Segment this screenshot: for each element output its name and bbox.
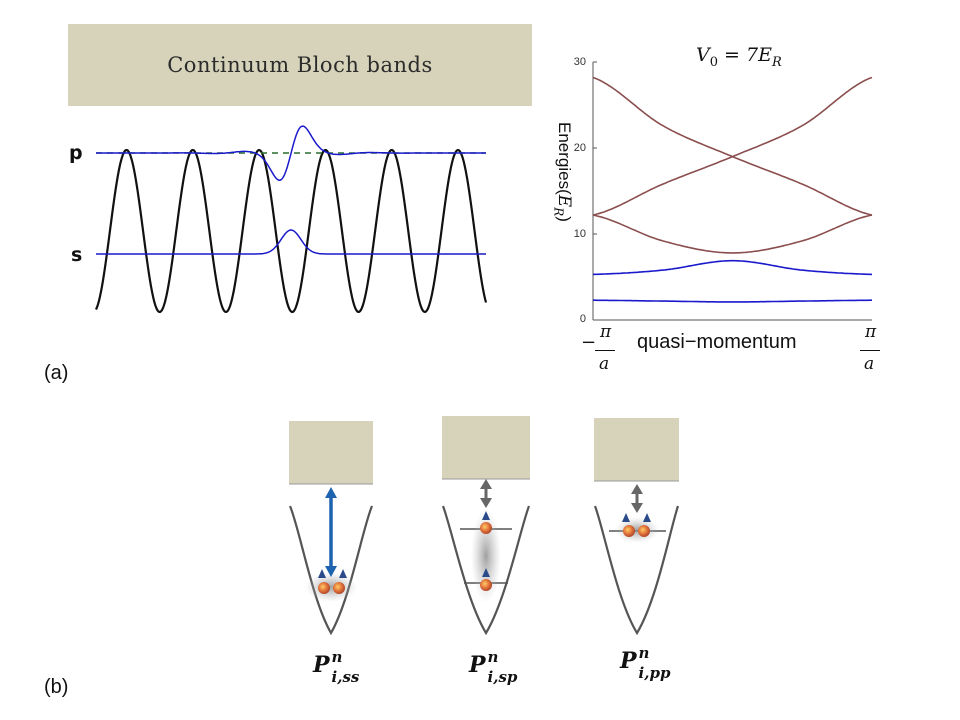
- chart-title: V0 = 7ER: [696, 44, 782, 70]
- s-wavefunction-curve: [96, 229, 486, 255]
- band-series-1: [593, 299, 872, 303]
- band-series-5: [592, 76, 873, 216]
- panel-a-label: (a): [44, 362, 69, 384]
- continuum-box-sp: [442, 416, 530, 479]
- x-tick-right: π a: [860, 322, 890, 382]
- well-ss: [288, 483, 374, 636]
- continuum-box-ss: [289, 421, 373, 484]
- y-tick-30: 30: [573, 56, 586, 68]
- band-series-3: [592, 214, 873, 254]
- well-pp: [593, 480, 680, 636]
- band-series-2: [592, 259, 873, 276]
- well-sp: [441, 478, 531, 636]
- banner-title-box: Continuum Bloch bands: [68, 24, 532, 106]
- level-s-label: s: [71, 244, 83, 266]
- y-tick-10: 10: [573, 228, 586, 240]
- banner-title: Continuum Bloch bands: [167, 53, 433, 77]
- p-wavefunction-curve: [96, 125, 486, 181]
- level-p-label: p: [69, 142, 83, 164]
- panel-b-label: (b): [44, 676, 69, 698]
- continuum-box-pp: [594, 418, 679, 481]
- x-axis-label: quasi−momentum: [637, 331, 797, 353]
- lattice-potential-curve: [94, 148, 488, 314]
- chart-axes: [592, 62, 872, 321]
- x-tick-left: − π a: [581, 322, 621, 382]
- y-tick-0: 0: [579, 313, 586, 325]
- y-tick-20: 20: [573, 142, 586, 154]
